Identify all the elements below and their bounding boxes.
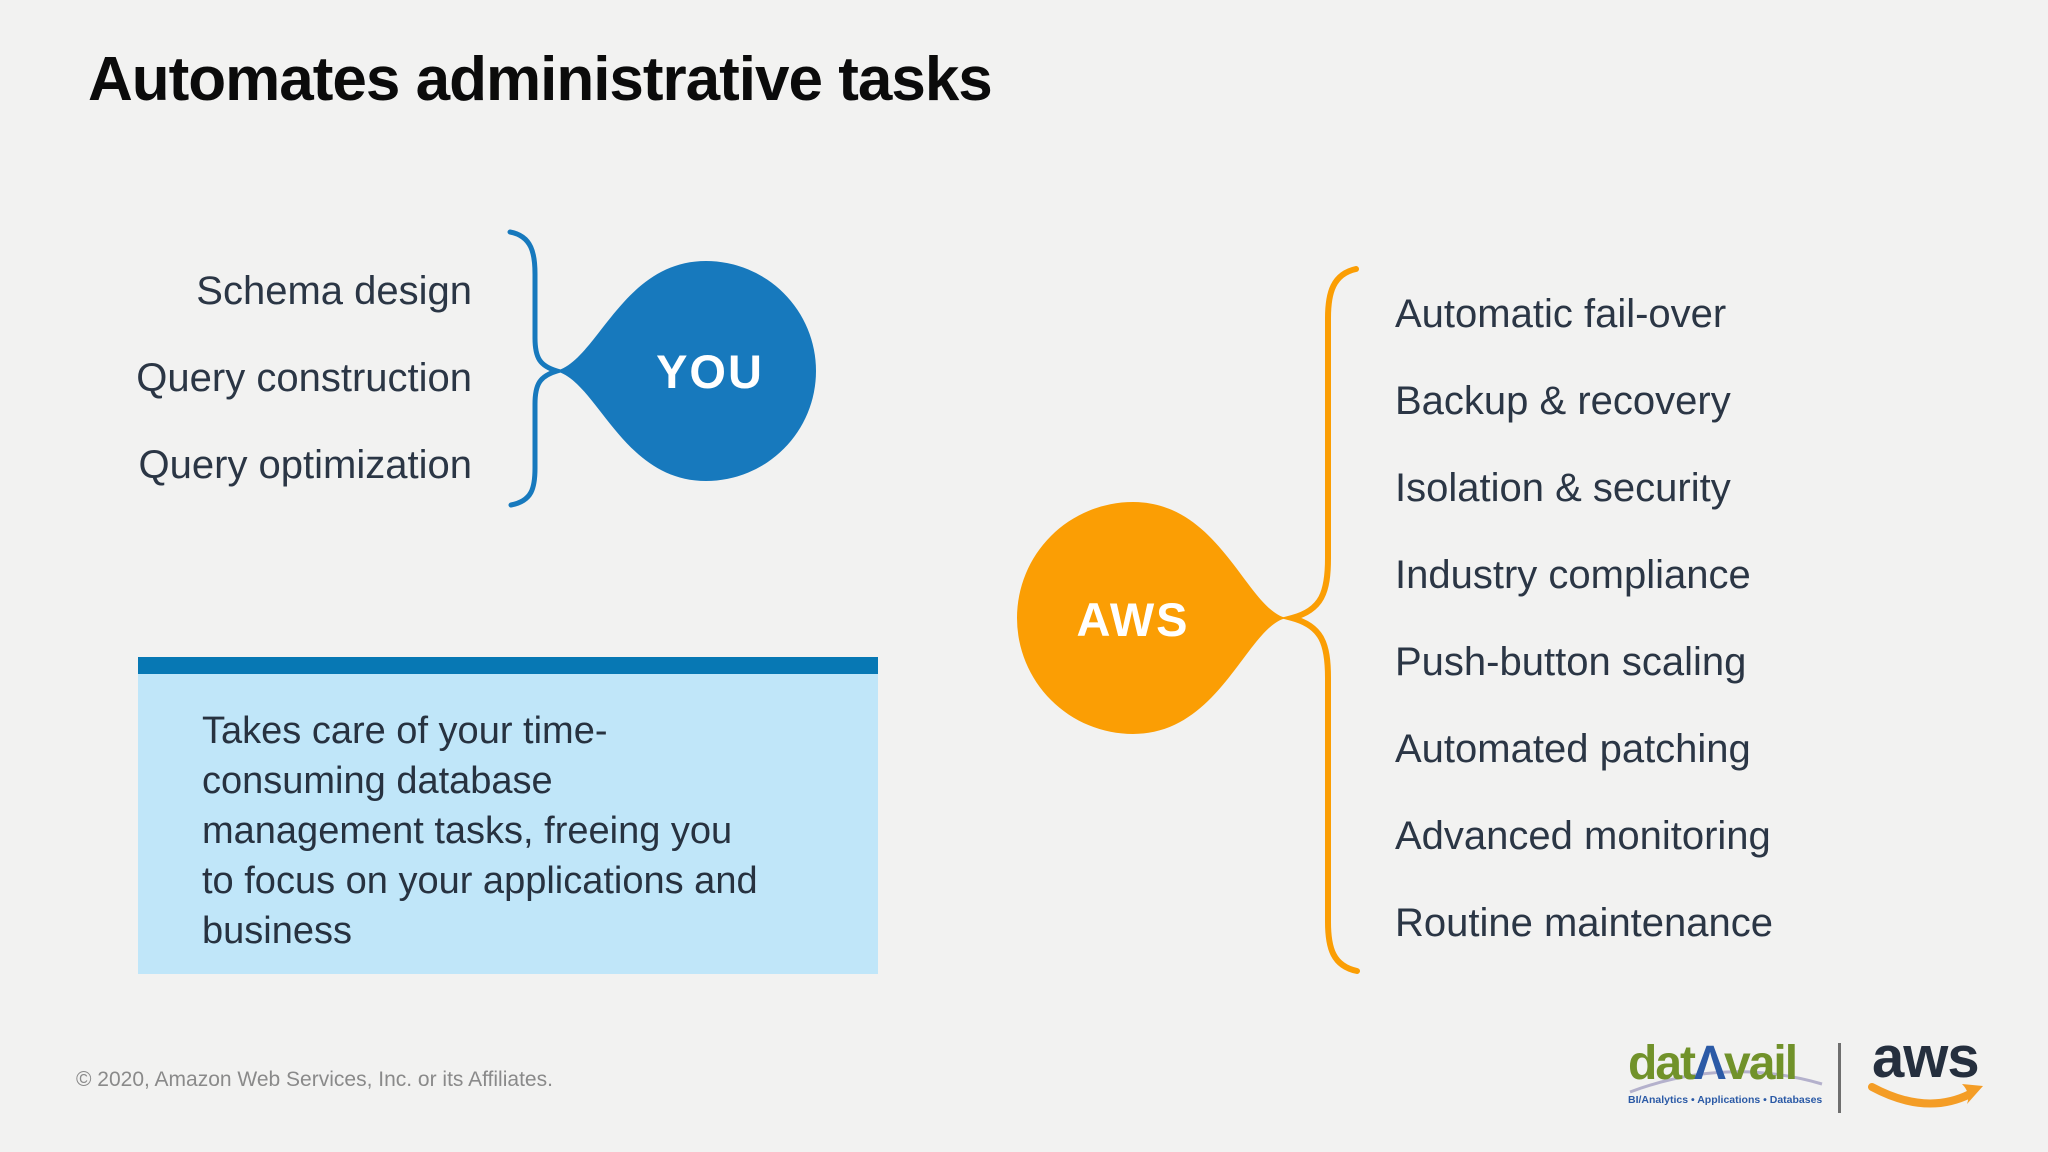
list-item: consuming database xyxy=(202,759,553,802)
list-item: Takes care of your time- xyxy=(202,709,608,752)
list-item: Push-button scaling xyxy=(1395,640,1747,684)
you-brace xyxy=(507,229,566,508)
datavail-tagline: BI/Analytics • Applications • Databases xyxy=(1628,1094,1823,1106)
aws-wordmark: aws xyxy=(1872,1025,1980,1090)
datavail-wordmark-vail: vail xyxy=(1724,1037,1798,1090)
datavail-swoosh-icon xyxy=(1629,1070,1823,1094)
callout-box: Takes care of your time-consuming databa… xyxy=(138,657,878,974)
you-bubble-label: YOU xyxy=(656,345,764,398)
aws-bubble-label: AWS xyxy=(1076,593,1190,646)
datavail-wordmark-a: Λ xyxy=(1694,1037,1726,1090)
aws-smile-icon xyxy=(1868,1083,1983,1108)
logo-divider xyxy=(1838,1043,1841,1113)
list-item: management tasks, freeing you xyxy=(202,809,733,852)
list-item: Isolation & security xyxy=(1395,466,1731,510)
list-item: Automatic fail-over xyxy=(1395,292,1727,336)
list-item: business xyxy=(202,909,352,952)
callout-top-bar xyxy=(138,657,878,674)
datavail-wordmark: dat Λ vail xyxy=(1628,1038,1824,1090)
list-item: Automated patching xyxy=(1395,727,1751,771)
list-item: Backup & recovery xyxy=(1395,379,1731,423)
list-item: Schema design xyxy=(196,269,472,313)
list-item: Query optimization xyxy=(138,443,472,487)
list-item: Routine maintenance xyxy=(1395,901,1774,945)
aws-brace xyxy=(1280,266,1360,974)
list-item: to focus on your applications and xyxy=(202,859,758,902)
list-item: Advanced monitoring xyxy=(1395,814,1771,858)
aws-logo: aws xyxy=(1868,1025,2002,1118)
page-title: Automates administrative tasks xyxy=(88,45,993,114)
list-item: Query construction xyxy=(136,356,472,400)
list-item: Industry compliance xyxy=(1395,553,1751,597)
datavail-logo: dat Λ vail BI/Analytics • Applications •… xyxy=(1628,1038,1824,1116)
datavail-wordmark-dat: dat xyxy=(1628,1037,1696,1090)
copyright-text: © 2020, Amazon Web Services, Inc. or its… xyxy=(76,1068,553,1091)
callout-text: Takes care of your time-consuming databa… xyxy=(202,706,842,956)
